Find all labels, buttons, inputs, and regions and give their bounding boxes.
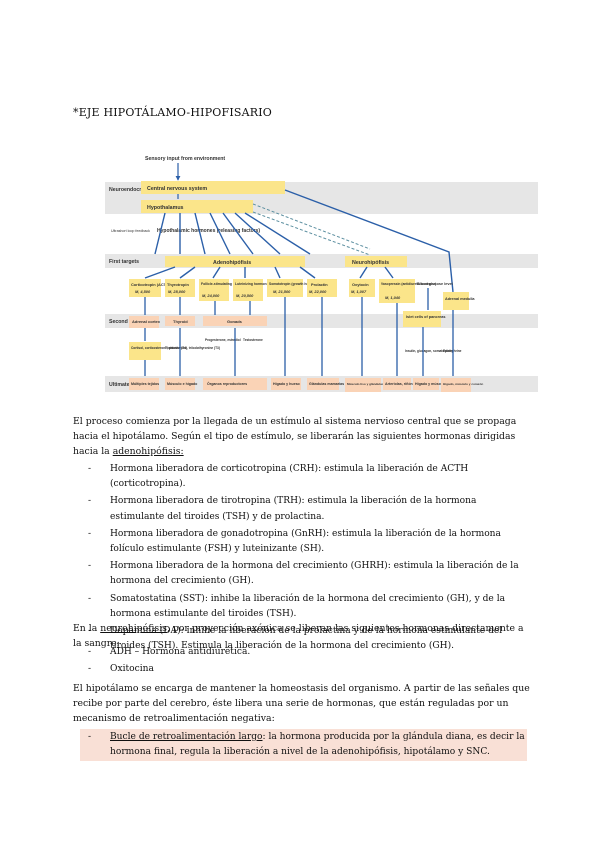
fsh-box bbox=[199, 279, 229, 301]
svg-text:Hypothalamus: Hypothalamus bbox=[147, 205, 184, 211]
svg-text:Cortisol, corticosterone, aldo: Cortisol, corticosterone, aldosterone bbox=[131, 346, 187, 350]
long-loop-term: Bucle de retroalimentación largo bbox=[110, 732, 263, 742]
hypothalamus-box bbox=[141, 200, 253, 213]
svg-text:Glándulas mamarias: Glándulas mamarias bbox=[309, 382, 344, 386]
list-item: Somatostatina (SST): inhibe la liberació… bbox=[88, 592, 528, 622]
adenohipofisis-term: adenohipófisis: bbox=[112, 446, 184, 458]
svg-text:Thyroid: Thyroid bbox=[173, 319, 188, 324]
svg-text:M, 28,000: M, 28,000 bbox=[168, 289, 186, 294]
neuro-hormone-list: ADH – Hormona antidiurética. Oxitocina bbox=[88, 645, 528, 679]
label-second: Second targets bbox=[109, 319, 147, 325]
neurohipofisis-box bbox=[345, 256, 407, 267]
svg-text:Epinephrine: Epinephrine bbox=[443, 349, 462, 353]
adrenal-medulla-box bbox=[443, 292, 469, 310]
svg-text:Prolactin: Prolactin bbox=[311, 282, 328, 287]
ultimate-reproductive bbox=[203, 378, 267, 390]
vasopressin-box bbox=[379, 279, 415, 303]
svg-text:Múltiples tejidos: Múltiples tejidos bbox=[131, 382, 159, 386]
adrenal-cortex-box bbox=[129, 316, 159, 328]
intro-paragraph: El proceso comienza por la llegada de un… bbox=[73, 416, 517, 458]
acth-box bbox=[129, 279, 161, 297]
svg-text:Luteinizing hormone: Luteinizing hormone bbox=[235, 282, 268, 286]
adenohipofisis-box bbox=[165, 256, 305, 267]
svg-text:Central nervous system: Central nervous system bbox=[147, 186, 207, 192]
svg-text:Adrenal cortex: Adrenal cortex bbox=[132, 319, 161, 324]
list-item: Hormona liberadora de tirotropina (TRH):… bbox=[88, 494, 528, 524]
svg-text:M, 20,500: M, 20,500 bbox=[236, 293, 254, 298]
blood-glucose-label: Blood glucose level bbox=[417, 282, 453, 286]
svg-text:Insulin, glucagon, somatostati: Insulin, glucagon, somatostatin bbox=[405, 349, 453, 353]
ultimate-smooth-muscle bbox=[345, 378, 381, 392]
svg-text:Adrenal medulla: Adrenal medulla bbox=[445, 297, 475, 301]
thyroid-box bbox=[165, 316, 195, 326]
hypothalamic-hormones-label: Hypothalamic hormones (releasing factors… bbox=[157, 228, 260, 234]
svg-text:Músculo liso y glándulas mamar: Músculo liso y glándulas mamarias bbox=[347, 382, 399, 386]
ultimate-liver-heart bbox=[441, 378, 471, 392]
gonads-box bbox=[203, 316, 267, 326]
svg-text:Arteriolas, riñón: Arteriolas, riñón bbox=[385, 382, 413, 386]
svg-text:Follicle-stimulating hormone: Follicle-stimulating hormone bbox=[201, 282, 247, 286]
svg-text:Neurohipófisis: Neurohipófisis bbox=[352, 260, 389, 266]
neurohipofisis-term: neurohipófisis bbox=[100, 623, 167, 634]
list-item: Hormona liberadora de la hormona del cre… bbox=[88, 559, 528, 589]
ultimate-muscle-liver bbox=[165, 378, 195, 390]
svg-text:Corticotropin (ACTH): Corticotropin (ACTH) bbox=[131, 282, 171, 287]
ultimate-liver-muscle bbox=[413, 378, 439, 390]
oxytocin-box bbox=[349, 279, 375, 297]
svg-text:M, 1,007: M, 1,007 bbox=[351, 289, 367, 294]
cns-box bbox=[141, 181, 285, 194]
svg-text:M, 21,500: M, 21,500 bbox=[273, 289, 291, 294]
feedback-list: Bucle de retroalimentación largo: la hor… bbox=[88, 730, 528, 762]
lh-box bbox=[233, 279, 263, 301]
list-item: Bucle de retroalimentación largo: la hor… bbox=[88, 730, 528, 760]
svg-text:M, 24,000: M, 24,000 bbox=[202, 293, 220, 298]
label-ultimate: Ultimate targets bbox=[109, 382, 148, 388]
svg-text:Órganos reproductores: Órganos reproductores bbox=[207, 381, 247, 386]
svg-text:Gonads: Gonads bbox=[227, 319, 243, 324]
svg-text:Thyrotropin: Thyrotropin bbox=[167, 282, 189, 287]
side-note: Ultrashort loop feedback bbox=[111, 229, 150, 233]
svg-text:Adenohipófisis: Adenohipófisis bbox=[213, 260, 251, 266]
homeostasis-paragraph: El hipotálamo se encarga de mantener la … bbox=[73, 683, 530, 725]
hormone-cascade-diagram: Neuroendocrine origins of signals First … bbox=[105, 152, 538, 404]
neuro-paragraph: En la neurohipófisis, por proyección axó… bbox=[73, 623, 524, 650]
list-item: ADH – Hormona antidiurética. bbox=[88, 645, 528, 660]
somatotropin-box bbox=[267, 279, 303, 297]
ultimate-arterioles bbox=[383, 378, 411, 390]
pancreas-box bbox=[403, 311, 441, 327]
sensory-input-label: Sensory input from environment bbox=[145, 156, 225, 162]
svg-text:Hígado y hueso: Hígado y hueso bbox=[273, 382, 301, 386]
svg-text:Somatotropin (growth hormone): Somatotropin (growth hormone) bbox=[269, 282, 320, 286]
page-title: *EJE HIPOTÁLAMO-HIPOFISARIO bbox=[73, 106, 273, 119]
list-item: Oxitocina bbox=[88, 662, 528, 677]
ultimate-multiple-tissues bbox=[129, 378, 159, 390]
prolactin-box bbox=[307, 279, 337, 297]
svg-text:M, 1,040: M, 1,040 bbox=[385, 295, 401, 300]
list-item: Hormona liberadora de gonadotropina (GnR… bbox=[88, 527, 528, 557]
svg-text:M, 22,000: M, 22,000 bbox=[309, 289, 327, 294]
svg-text:M, 4,500: M, 4,500 bbox=[135, 289, 151, 294]
list-item: Hormona liberadora de corticotropina (CR… bbox=[88, 462, 528, 492]
svg-text:Testosterone: Testosterone bbox=[243, 338, 263, 342]
label-first: First targets bbox=[109, 259, 139, 265]
svg-text:Progesterone, estradiol: Progesterone, estradiol bbox=[205, 338, 241, 342]
svg-text:Islet cells of pancreas: Islet cells of pancreas bbox=[406, 315, 445, 319]
ultimate-mammary bbox=[307, 378, 339, 390]
svg-text:Thyroxine (T4), triiodothyroni: Thyroxine (T4), triiodothyronine (T3) bbox=[165, 346, 220, 350]
thyrotropin-box bbox=[165, 279, 195, 297]
ultimate-liver-bone bbox=[271, 378, 301, 390]
svg-text:Hígado y músculo: Hígado y músculo bbox=[415, 382, 447, 386]
svg-text:Vasopressin (antidiuretic horm: Vasopressin (antidiuretic hormone) bbox=[381, 282, 436, 286]
svg-text:Músculo e hígado: Músculo e hígado bbox=[167, 382, 198, 386]
svg-text:Hígado, músculo y corazón: Hígado, músculo y corazón bbox=[443, 382, 483, 386]
svg-text:Oxytocin: Oxytocin bbox=[352, 282, 369, 287]
